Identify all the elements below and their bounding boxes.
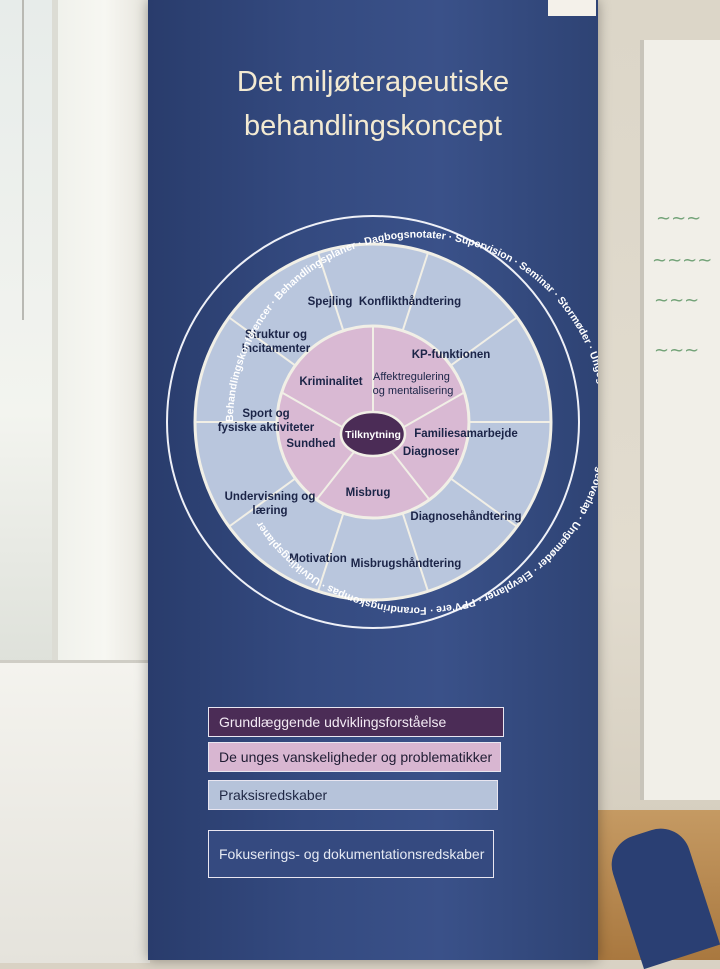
middle-label: Spejling xyxy=(308,296,353,308)
middle-spoke xyxy=(317,252,345,332)
legend-label: Praksisredskaber xyxy=(219,787,328,803)
middle-label: Misbrugshåndtering xyxy=(351,558,462,570)
middle-spoke xyxy=(450,316,518,367)
banner-title: Det miljøterapeutiske behandlingskoncept xyxy=(148,60,598,148)
middle-spoke xyxy=(228,477,296,528)
window-cord xyxy=(22,0,24,320)
inner-spoke xyxy=(315,451,355,501)
middle-spoke xyxy=(228,316,296,367)
legend-praksisredskaber: Praksisredskaber xyxy=(208,780,498,810)
inner-label-misbrug: Misbrug xyxy=(346,487,391,499)
inner-spoke xyxy=(281,391,344,429)
legend-vanskeligheder: De unges vanskeligheder og problematikke… xyxy=(208,742,501,772)
middle-label: Konflikthåndtering xyxy=(359,296,461,308)
inner-spoke xyxy=(391,451,431,501)
title-line-1: Det miljøterapeutiske xyxy=(236,66,510,98)
center-label: Tilknytning xyxy=(345,429,401,441)
middle-spoke xyxy=(401,252,429,332)
rollup-banner: Det miljøterapeutiske behandlingskoncept… xyxy=(148,0,598,960)
window-sill xyxy=(0,660,150,963)
outer-ring-border xyxy=(166,215,580,629)
middle-spoke xyxy=(450,477,518,528)
middle-label: Familiesamarbejde xyxy=(414,428,518,440)
whiteboard-scribble: ~~~ xyxy=(654,340,700,361)
legend-label: De unges vanskeligheder og problematikke… xyxy=(219,749,493,765)
middle-spoke xyxy=(401,512,429,592)
middle-label: KP-funktionen xyxy=(412,349,491,361)
title-line-2: behandlingskoncept xyxy=(244,110,502,142)
legend-udviklingsforstaaelse: Grundlæggende udviklingsforståelse xyxy=(208,707,504,737)
window-glass xyxy=(0,0,58,690)
legend-label: Fokuserings- og dokumentationsredskaber xyxy=(219,846,485,862)
legend-fokuseringsredskaber: Fokuserings- og dokumentationsredskaber xyxy=(208,830,494,878)
inner-label-kriminalitet: Kriminalitet xyxy=(299,376,362,388)
center-node xyxy=(339,410,407,458)
logo-box xyxy=(548,0,596,16)
whiteboard-scribble: ~~~~ xyxy=(652,250,713,271)
middle-spoke xyxy=(317,512,345,592)
inner-label-diagnoser: Diagnoser xyxy=(403,446,460,458)
concept-wheel: Tilknytning Kriminalitet Affektregulerin… xyxy=(166,215,598,629)
middle-label: Motivation xyxy=(289,553,347,565)
inner-label-sundhed: Sundhed xyxy=(286,438,335,450)
whiteboard-scribble: ~~~ xyxy=(654,290,700,311)
whiteboard-scribble: ~~~ xyxy=(656,208,702,229)
middle-label: Diagnosehåndtering xyxy=(410,511,521,523)
inner-label-affektregulering: Affektregulering og mentalisering xyxy=(373,371,454,397)
whiteboard: ~~~ ~~~~ ~~~ ~~~ xyxy=(640,40,720,800)
inner-spoke xyxy=(402,391,465,429)
legend-label: Grundlæggende udviklingsforståelse xyxy=(219,714,447,730)
